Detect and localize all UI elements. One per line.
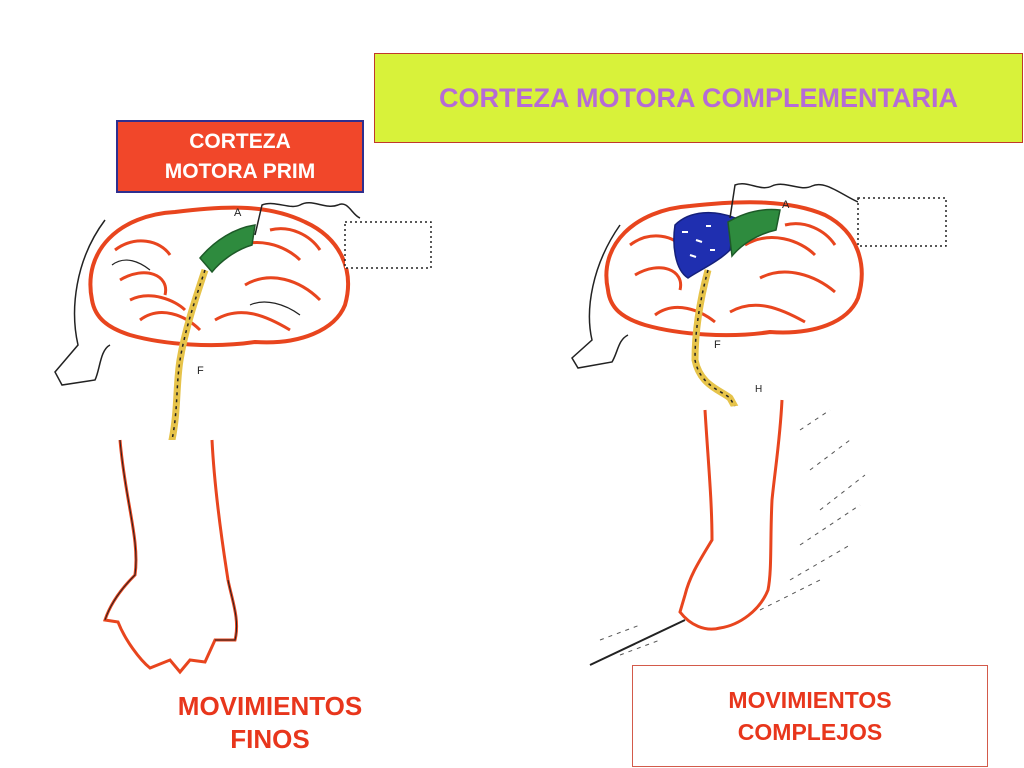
right-arm: [678, 399, 784, 631]
right-letter-f: F: [714, 339, 721, 351]
left-head-profile: [54, 219, 111, 386]
supplementary-motor-cortex-label: CORTEZA MOTORA COMPLEMENTARIA: [374, 53, 1023, 143]
left-stimulator: [344, 221, 432, 269]
right-motion-lines: [599, 409, 866, 656]
primary-motor-cortex-label: CORTEZA MOTORA PRIM: [116, 120, 364, 193]
right-electrode-wire: [729, 183, 859, 219]
right-head-profile: [571, 224, 629, 369]
left-letter-f: F: [197, 365, 204, 377]
complex-movements-line-1: MOVIMIENTOS: [728, 687, 892, 713]
fine-movements-line-2: FINOS: [230, 724, 310, 754]
complex-movements-label: MOVIMIENTOS COMPLEJOS: [632, 665, 988, 767]
primary-cortex-line-1: CORTEZA: [189, 129, 291, 153]
complex-movements-line-2: COMPLEJOS: [737, 719, 883, 745]
left-letter-a: A: [234, 207, 242, 219]
right-letter-a: A: [782, 199, 790, 211]
primary-cortex-line-2: MOTORA PRIM: [164, 159, 316, 183]
left-brain: [88, 205, 351, 348]
right-supplementary-cortex: [673, 211, 736, 279]
left-electrode-wire: [254, 202, 361, 236]
right-stimulator: [857, 197, 947, 247]
fine-movements-label: MOVIMIENTOS FINOS: [130, 688, 410, 758]
right-letter-h: H: [755, 384, 762, 395]
supplementary-motor-cortex-text: CORTEZA MOTORA COMPLEMENTARIA: [439, 82, 958, 113]
right-brain: [604, 200, 864, 338]
left-motor-cortex: [199, 224, 256, 274]
fine-movements-line-1: MOVIMIENTOS: [177, 691, 363, 721]
right-motor-cortex: [727, 208, 781, 258]
right-pen: [589, 619, 686, 666]
